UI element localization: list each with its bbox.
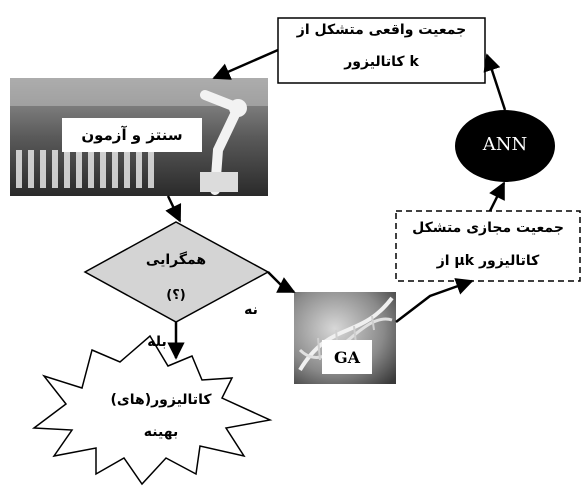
edge-real-to-synthesis [212,48,279,80]
synthesis-label: سنتز و آزمون [81,126,183,144]
edge-ga-to-virtual [395,278,474,323]
real-population-box [277,17,486,84]
edge-diamond-to-ga [267,271,296,294]
optimal-starburst [31,334,273,486]
virtual-population-box [395,210,581,282]
ann-node [455,110,555,182]
convergence-line1: همگرایی [145,252,207,268]
edge-synthesis-to-diamond [165,195,182,223]
convergence-line2: (؟) [166,288,186,303]
virtual-population-line1: جمعیت مجازی متشکل [412,220,564,236]
ga-label-bg [322,340,372,374]
synthesis-label-bg [62,118,202,152]
edge-label-no: نه [244,302,258,318]
real-population-line2: کاتالیزور k [344,54,419,70]
edge-label-yes: بله [147,334,167,350]
ann-label: ANN [482,134,528,155]
real-population-line1: جمعیت واقعی متشکل از [296,22,467,38]
optimal-line1: کاتالیزور(های) [110,392,212,408]
synthesis-photo [10,78,268,196]
optimal-line2: بهینه [143,424,179,440]
edge-ann-to-real [483,53,507,111]
edge-virtual-to-ann [488,181,506,212]
virtual-population-line2: از μk کاتالیزور [436,253,540,269]
ga-label: GA [333,348,361,367]
